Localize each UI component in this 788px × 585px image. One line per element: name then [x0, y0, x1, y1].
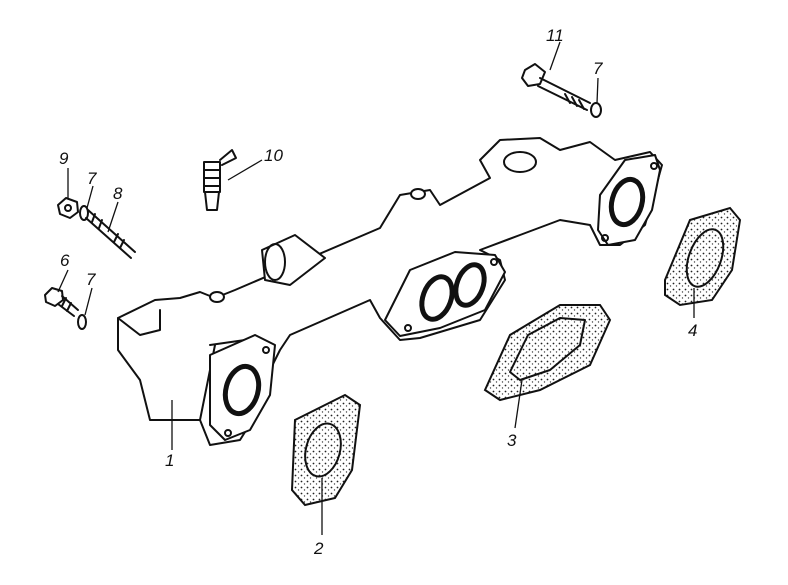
gasket-middle: [483, 304, 612, 402]
temperature-sensor: [203, 149, 237, 211]
washer-upper-left: [79, 205, 89, 221]
callout-stud: 8: [113, 184, 123, 203]
callout-washer-lower-left: 7: [86, 270, 96, 289]
callout-bolt-long: 11: [546, 26, 564, 45]
exhaust-manifold: [117, 137, 663, 446]
callout-washer-upper-left: 7: [87, 169, 97, 188]
bolt-short: [44, 287, 79, 317]
callout-sensor: 10: [264, 146, 283, 165]
callout-nut: 9: [59, 149, 69, 168]
callout-washer-right: 7: [593, 59, 603, 78]
leader-lines: [57, 41, 695, 535]
gasket-front: [290, 393, 362, 507]
washer-lower-left: [77, 314, 87, 330]
callout-manifold: 1: [165, 451, 174, 470]
callout-gasket-front: 2: [313, 539, 324, 558]
callout-gasket-rear: 4: [688, 321, 697, 340]
bolt-long: [521, 63, 591, 111]
gasket-rear: [664, 206, 742, 307]
callout-bolt-short: 6: [60, 251, 70, 270]
callout-gasket-middle: 3: [507, 431, 517, 450]
washer-right: [590, 102, 602, 118]
stud: [85, 209, 136, 259]
nut: [57, 197, 79, 219]
